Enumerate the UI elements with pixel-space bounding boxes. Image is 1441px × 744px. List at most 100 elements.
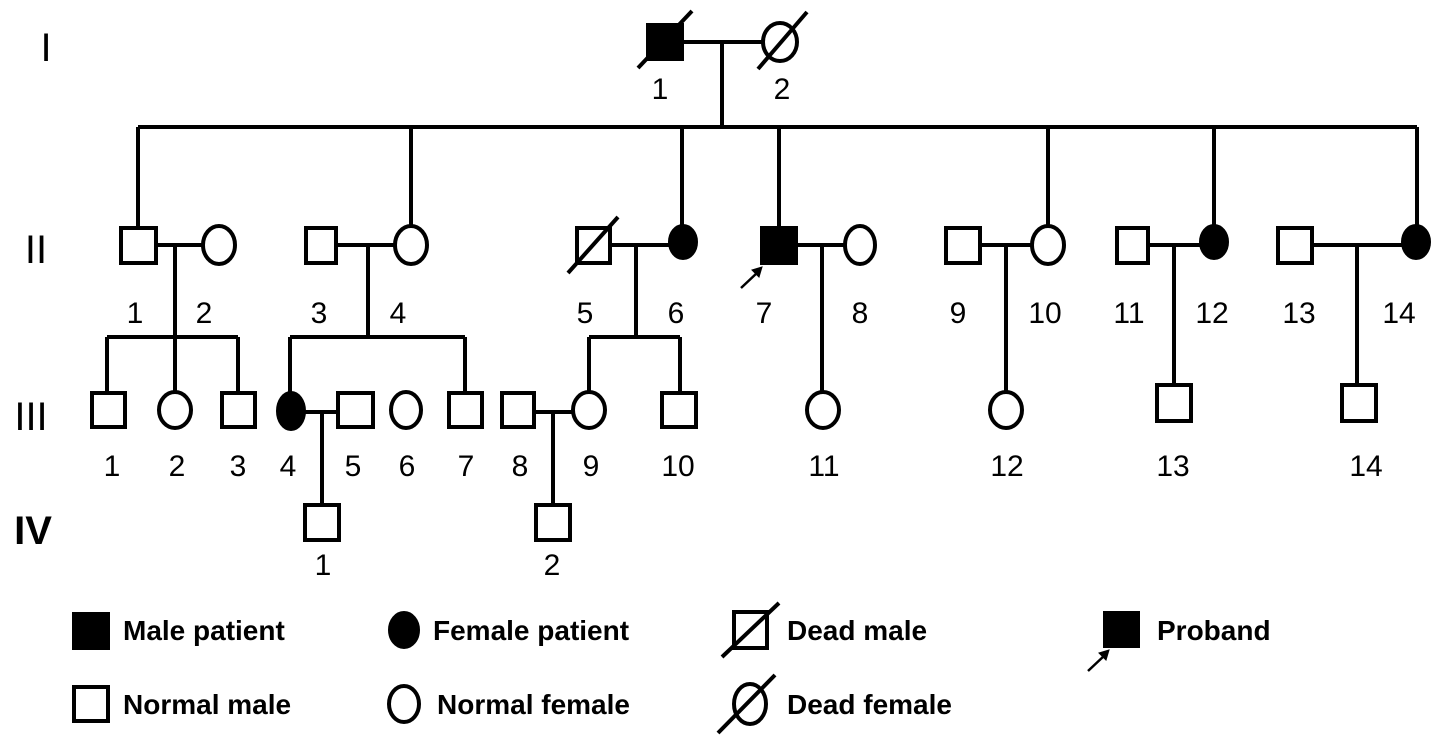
individual-II3-male	[304, 226, 338, 265]
label-III1: 1	[104, 450, 121, 483]
label-III9: 9	[583, 450, 600, 483]
label-II8: 8	[852, 297, 869, 330]
legend-item-normal-female: Normal female	[387, 684, 630, 724]
legend-male-patient-icon	[72, 612, 110, 650]
legend-item-dead-male: Dead male	[720, 601, 927, 659]
label-III6: 6	[399, 450, 416, 483]
pedigree-marks	[566, 9, 809, 289]
individual-II6-affected-female	[668, 224, 698, 260]
individual-II10-female	[1030, 224, 1066, 266]
legend-item-dead-female: Dead female	[716, 673, 952, 735]
label-III14: 14	[1349, 450, 1382, 483]
legend: Male patient Female patient Dead male Pr…	[72, 601, 1271, 735]
pedigree-lines	[105, 40, 1419, 505]
label-III5: 5	[345, 450, 362, 483]
legend-item-male-patient: Male patient	[72, 612, 285, 650]
legend-proband-arrow-shaft	[1087, 654, 1106, 672]
label-II1: 1	[127, 297, 144, 330]
individual-III2-female	[157, 390, 193, 430]
individual-III4-affected-female	[276, 391, 306, 431]
deceased-slash-I2	[756, 10, 809, 71]
label-II3: 3	[311, 297, 328, 330]
individual-III10-male	[660, 391, 698, 429]
individual-III13-male	[1155, 383, 1193, 423]
legend-normal-male-label: Normal male	[123, 689, 291, 720]
legend-item-normal-male: Normal male	[72, 685, 291, 723]
label-II9: 9	[950, 297, 967, 330]
proband-arrowhead-II7	[751, 266, 763, 278]
individual-III14-male	[1340, 383, 1378, 423]
legend-proband-arrowhead	[1098, 649, 1110, 661]
label-II6: 6	[668, 297, 685, 330]
individual-III9-female	[571, 390, 607, 430]
legend-normal-female-icon	[387, 684, 421, 724]
individual-II1-male	[119, 226, 158, 265]
individual-III7-male	[447, 391, 484, 429]
generation-label-IV: IV	[14, 509, 52, 553]
legend-dead-female-slash	[716, 673, 777, 735]
deceased-slash-II5	[566, 215, 620, 275]
label-III7: 7	[458, 450, 475, 483]
individual-IV1-male	[303, 503, 341, 542]
label-II5: 5	[577, 297, 594, 330]
legend-item-proband: Proband	[1087, 611, 1271, 672]
individual-III6-female	[389, 390, 423, 430]
legend-female-patient-icon	[388, 611, 420, 649]
label-II4: 4	[390, 297, 407, 330]
individual-III8-male	[500, 391, 536, 429]
individual-number-labels: 1 2 1 2 3 4 5 6 7 8 9 10 11 12 13 14 1 2…	[104, 73, 1416, 582]
label-I1: 1	[652, 73, 669, 106]
individual-II14-affected-female	[1401, 224, 1431, 260]
individual-II9-male	[944, 226, 982, 265]
legend-item-female-patient: Female patient	[388, 611, 629, 649]
legend-normal-female-label: Normal female	[437, 689, 630, 720]
individual-III1-male	[90, 391, 127, 429]
label-II11: 11	[1113, 297, 1144, 330]
label-II2: 2	[196, 297, 213, 330]
label-IV1: 1	[315, 549, 332, 582]
legend-proband-icon	[1103, 611, 1140, 648]
individual-II11-male	[1115, 226, 1150, 265]
label-II12: 12	[1195, 297, 1228, 330]
legend-proband-label: Proband	[1157, 615, 1271, 646]
generation-labels: I II III IV	[14, 26, 52, 553]
individual-II13-male	[1276, 226, 1314, 265]
label-II14: 14	[1382, 297, 1415, 330]
label-III10: 10	[661, 450, 694, 483]
legend-male-patient-label: Male patient	[123, 615, 285, 646]
generation-label-I: I	[40, 26, 51, 70]
individual-IV2-male	[534, 503, 572, 542]
individual-II12-affected-female	[1199, 224, 1229, 260]
label-III11: 11	[808, 450, 839, 483]
legend-dead-female-label: Dead female	[787, 689, 952, 720]
label-III13: 13	[1156, 450, 1189, 483]
label-III3: 3	[230, 450, 247, 483]
legend-female-patient-label: Female patient	[433, 615, 629, 646]
legend-dead-male-slash	[720, 601, 781, 659]
legend-dead-male-label: Dead male	[787, 615, 927, 646]
deceased-slash-I1	[636, 9, 694, 70]
label-II7: 7	[756, 297, 773, 330]
label-III12: 12	[990, 450, 1023, 483]
label-III2: 2	[169, 450, 186, 483]
proband-arrow-shaft-II7	[740, 271, 759, 289]
legend-normal-male-icon	[72, 685, 110, 723]
label-III4: 4	[280, 450, 297, 483]
individual-III11-female	[805, 390, 841, 430]
label-II13: 13	[1282, 297, 1315, 330]
individual-II2-female	[201, 224, 237, 266]
individual-III3-male	[220, 391, 257, 429]
individual-II8-female	[843, 224, 877, 266]
individual-III12-female	[988, 390, 1024, 430]
individual-II7-affected-male	[760, 226, 798, 265]
generation-label-II: II	[25, 228, 47, 272]
generation-label-III: III	[14, 395, 47, 439]
pedigree-symbols	[90, 21, 1431, 542]
label-IV2: 2	[544, 549, 561, 582]
individual-II4-female	[393, 224, 429, 266]
label-III8: 8	[512, 450, 529, 483]
individual-III5-male	[336, 391, 375, 429]
label-II10: 10	[1028, 297, 1061, 330]
label-I2: 2	[774, 73, 791, 106]
